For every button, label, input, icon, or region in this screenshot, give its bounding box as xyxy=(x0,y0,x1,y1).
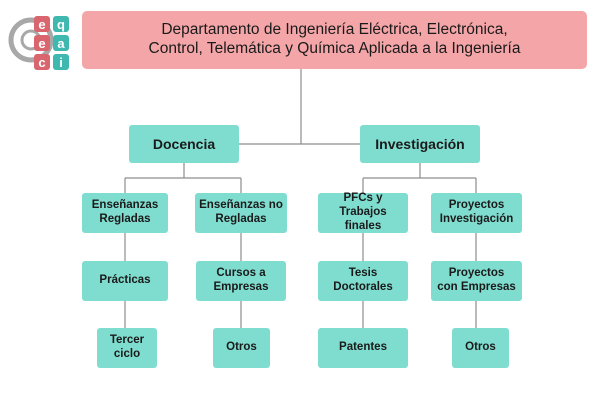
department-title: Departamento de Ingeniería Eléctrica, El… xyxy=(82,11,587,69)
node-pfcs-trabajos-finales: PFCs y Trabajos finales xyxy=(318,192,408,233)
node-patentes: Patentes xyxy=(318,328,408,368)
logo-tiles: e q e a c i xyxy=(34,16,69,70)
logo-tile: e xyxy=(34,35,50,51)
node-tercer-ciclo: Tercer ciclo xyxy=(97,328,157,368)
department-logo: e q e a c i xyxy=(4,4,76,76)
logo-tile: a xyxy=(53,35,69,51)
node-ensenanzas-regladas: Enseñanzas Regladas xyxy=(82,193,168,233)
logo-tile: i xyxy=(53,54,69,70)
node-ensenanzas-no-regladas: Enseñanzas no Regladas xyxy=(195,193,287,233)
node-proyectos-investigacion: Proyectos Investigación xyxy=(431,193,522,233)
node-cursos-empresas: Cursos a Empresas xyxy=(196,261,286,301)
node-tesis-doctorales: Tesis Doctorales xyxy=(318,261,408,301)
logo-tile: c xyxy=(34,54,50,70)
logo-tile: e xyxy=(34,16,50,32)
node-otros-investigacion: Otros xyxy=(452,328,509,368)
node-practicas: Prácticas xyxy=(82,261,168,301)
node-docencia: Docencia xyxy=(129,125,239,163)
node-investigacion: Investigación xyxy=(360,125,480,163)
logo-tile: q xyxy=(53,16,69,32)
node-proyectos-empresas: Proyectos con Empresas xyxy=(431,261,522,301)
node-otros-docencia: Otros xyxy=(213,328,270,368)
